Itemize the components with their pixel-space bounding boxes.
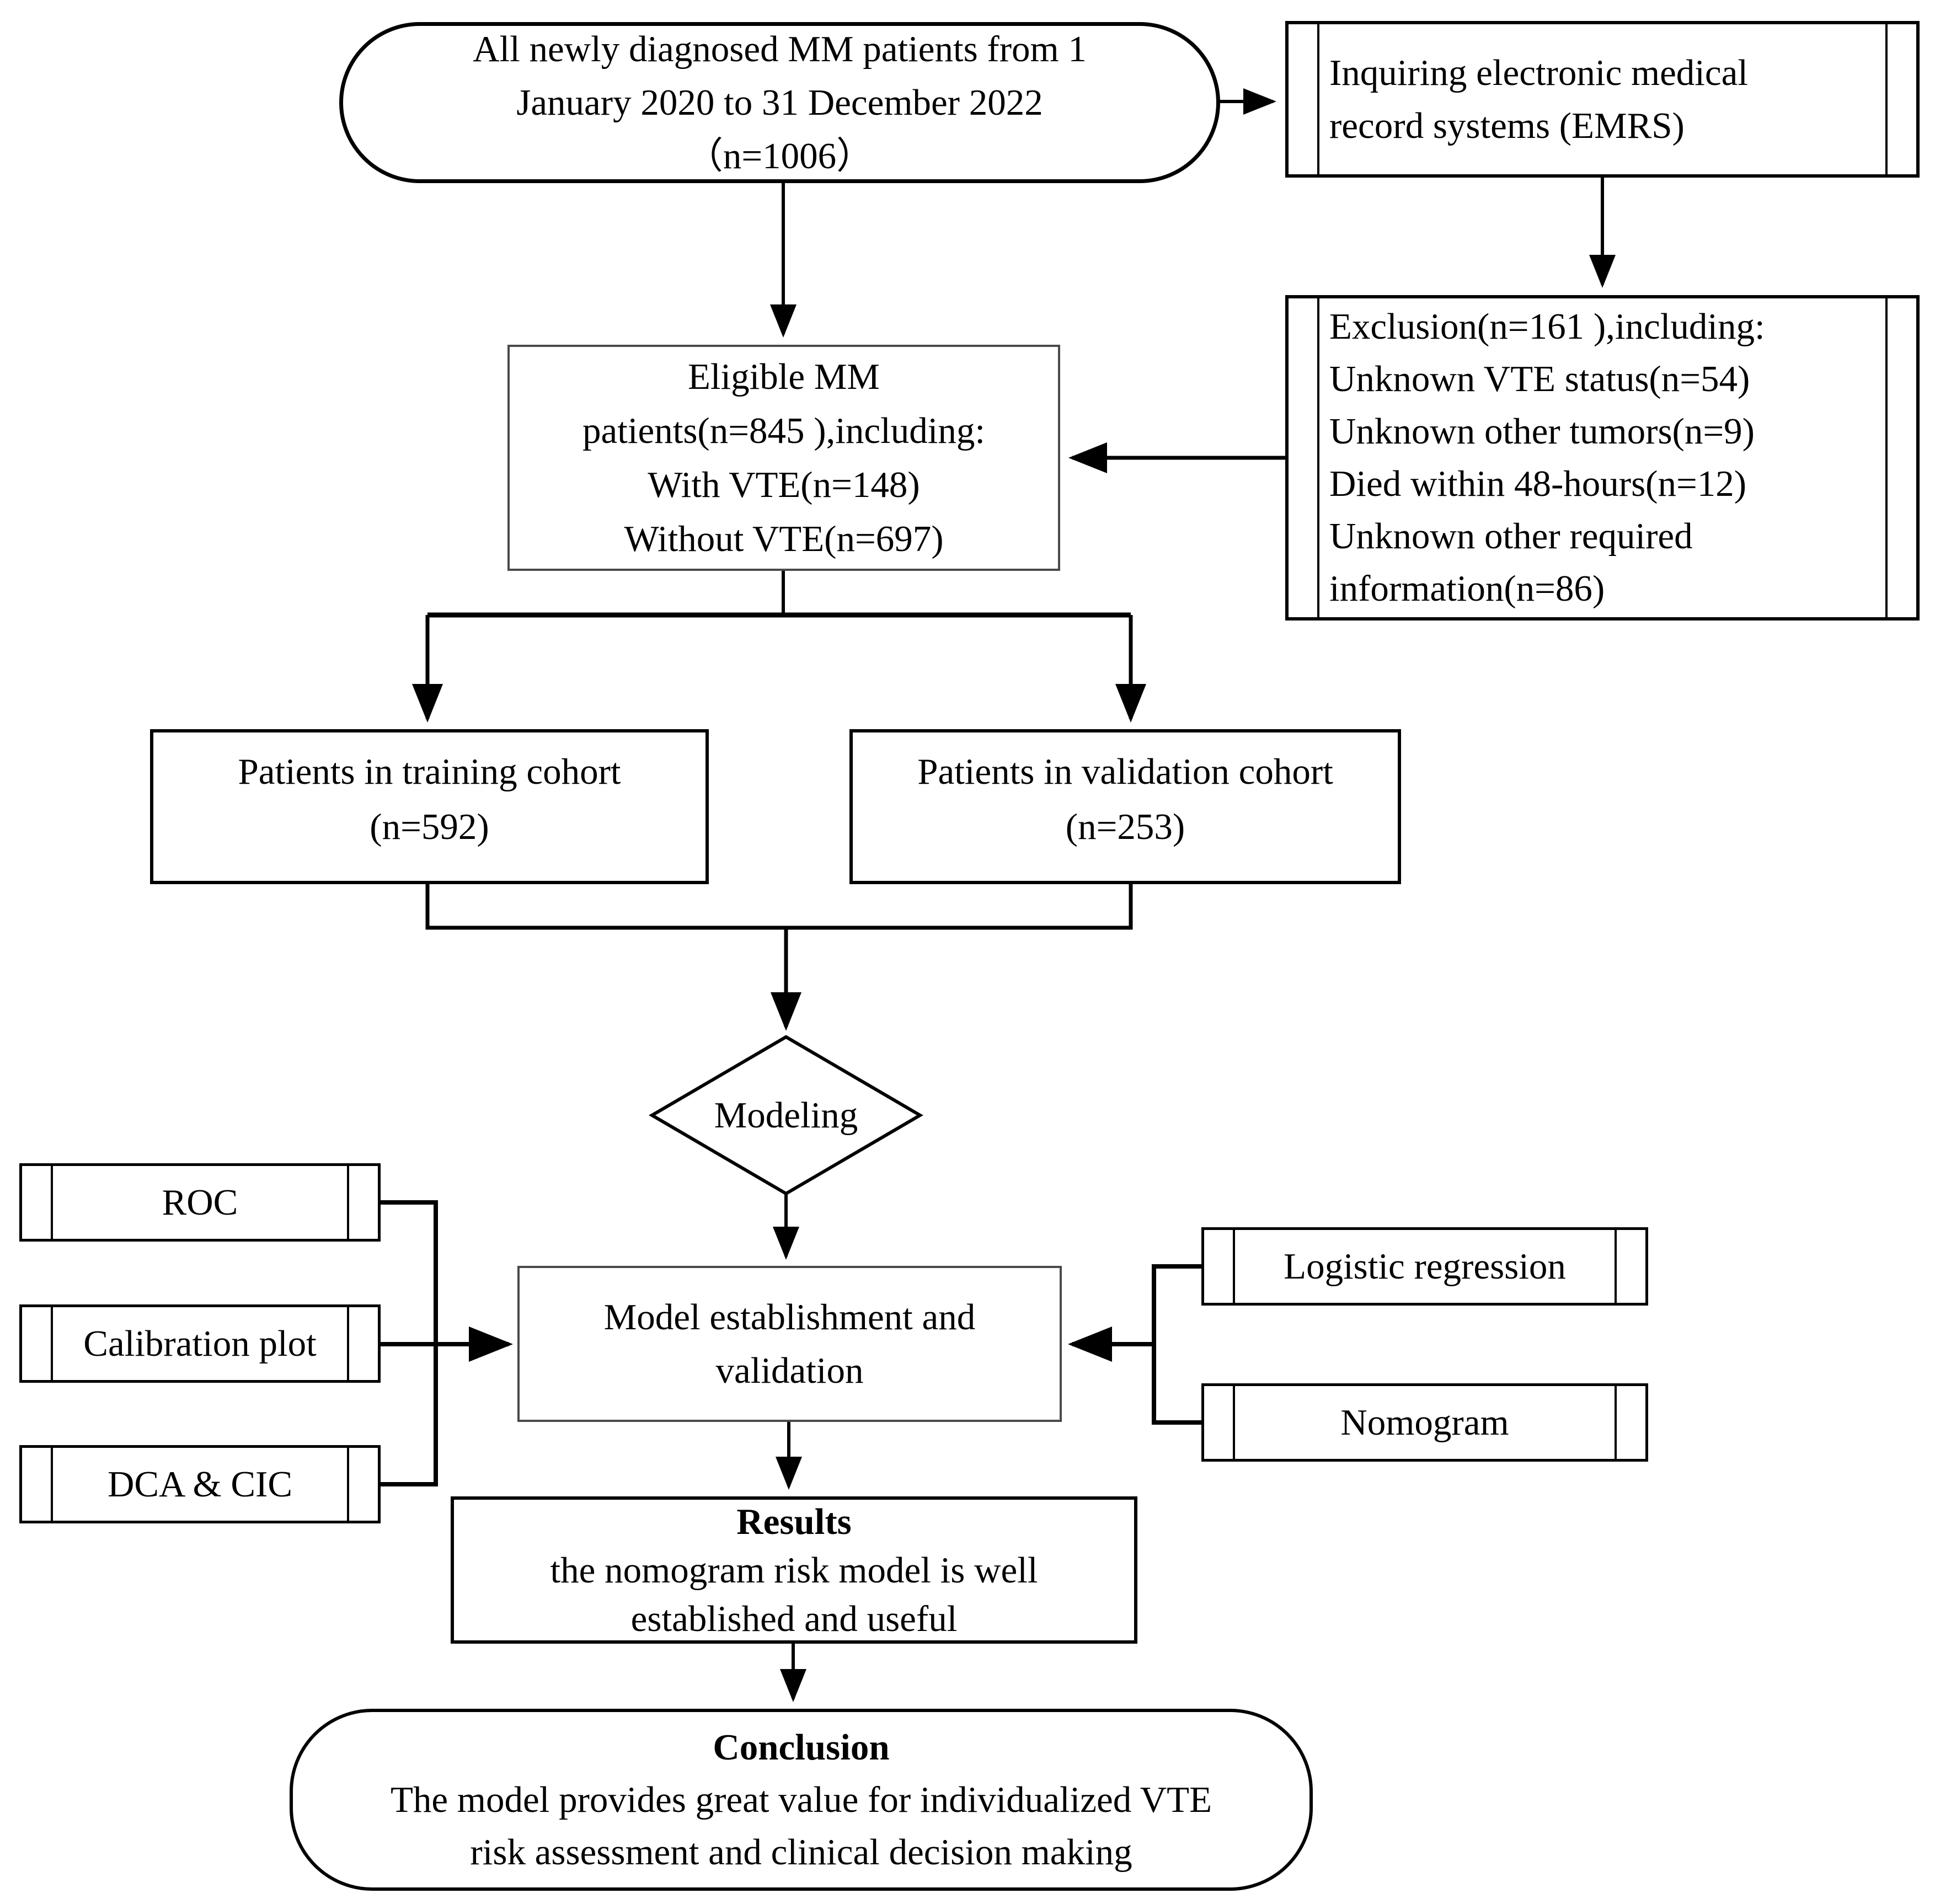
model-establishment-box: Model establishment and validation bbox=[517, 1266, 1062, 1422]
calibration-plot-label: Calibration plot bbox=[83, 1323, 317, 1364]
validation-line-2: (n=253) bbox=[1065, 806, 1185, 847]
training-line-2: (n=592) bbox=[370, 806, 489, 847]
training-line-1: Patients in training cohort bbox=[238, 751, 621, 792]
nomogram-box: Nomogram bbox=[1201, 1383, 1648, 1462]
roc-box: ROC bbox=[19, 1163, 381, 1242]
results-heading: Results bbox=[736, 1501, 852, 1542]
emrs-line-1: Inquiring electronic medical bbox=[1329, 52, 1749, 93]
results-line-2: established and useful bbox=[630, 1598, 958, 1639]
conclusion-heading: Conclusion bbox=[713, 1726, 890, 1768]
exclusion-box: Exclusion(n=161 ),including: Unknown VTE… bbox=[1285, 295, 1920, 621]
source-population-box: All newly diagnosed MM patients from 1 J… bbox=[339, 22, 1220, 183]
modeling-diamond-label: Modeling bbox=[714, 1094, 858, 1136]
validation-cohort-box: Patients in validation cohort (n=253) bbox=[849, 729, 1401, 884]
conclusion-line-1: The model provides great value for indiv… bbox=[390, 1779, 1212, 1820]
training-cohort-box: Patients in training cohort (n=592) bbox=[150, 729, 709, 884]
emrs-box: Inquiring electronic medical record syst… bbox=[1285, 21, 1920, 178]
eligible-patients-box: Eligible MM patients(n=845 ),including: … bbox=[507, 345, 1060, 571]
eligible-line-3: With VTE(n=148) bbox=[648, 464, 920, 505]
model-line-1: Model establishment and bbox=[603, 1296, 976, 1338]
roc-label: ROC bbox=[162, 1182, 238, 1223]
results-box: Results the nomogram risk model is well … bbox=[451, 1496, 1137, 1644]
nomogram-label: Nomogram bbox=[1340, 1402, 1509, 1443]
eligible-line-2: patients(n=845 ),including: bbox=[582, 410, 985, 451]
model-line-2: validation bbox=[715, 1350, 864, 1391]
source-line-1: All newly diagnosed MM patients from 1 bbox=[473, 28, 1087, 69]
dca-cic-box: DCA & CIC bbox=[19, 1445, 381, 1523]
right-vertical-connector bbox=[1152, 1264, 1201, 1425]
exclusion-line-4: Died within 48-hours(n=12) bbox=[1329, 463, 1747, 504]
exclusion-line-3: Unknown other tumors(n=9) bbox=[1329, 411, 1755, 452]
logistic-regression-box: Logistic regression bbox=[1201, 1227, 1648, 1306]
source-line-2: January 2020 to 31 December 2022 bbox=[516, 82, 1043, 123]
conclusion-line-2: risk assessment and clinical decision ma… bbox=[470, 1831, 1132, 1873]
exclusion-line-5: Unknown other required bbox=[1329, 516, 1693, 557]
exclusion-line-6: information(n=86) bbox=[1329, 568, 1605, 609]
emrs-line-2: record systems (EMRS) bbox=[1329, 105, 1685, 146]
merge-connector bbox=[425, 883, 1133, 930]
exclusion-line-1: Exclusion(n=161 ),including: bbox=[1329, 306, 1765, 347]
conclusion-box: Conclusion The model provides great valu… bbox=[290, 1709, 1313, 1891]
calibration-plot-box: Calibration plot bbox=[19, 1304, 381, 1383]
exclusion-line-2: Unknown VTE status(n=54) bbox=[1329, 359, 1750, 399]
validation-line-1: Patients in validation cohort bbox=[917, 751, 1333, 792]
logistic-regression-label: Logistic regression bbox=[1284, 1246, 1566, 1287]
dca-cic-label: DCA & CIC bbox=[107, 1464, 293, 1505]
eligible-line-1: Eligible MM bbox=[687, 356, 880, 397]
source-line-3: （n=1006） bbox=[686, 135, 874, 177]
results-line-1: the nomogram risk model is well bbox=[550, 1549, 1038, 1591]
eligible-line-4: Without VTE(n=697) bbox=[624, 518, 944, 559]
